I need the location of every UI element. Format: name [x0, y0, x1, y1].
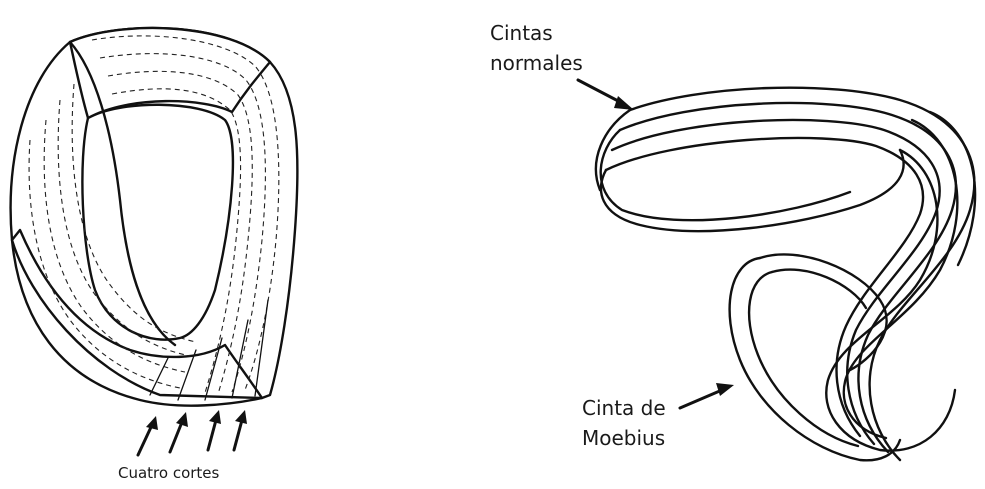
normales-arrow: [578, 80, 622, 103]
label-cintas-normales: Cintas normales: [490, 18, 583, 78]
label-cuatro-cortes: Cuatro cortes: [118, 464, 219, 482]
cut-arrow-3: [208, 420, 216, 450]
moebius-arrow-head: [716, 383, 734, 396]
cut-arrow-2: [170, 422, 182, 452]
normal-strip-loop-inner: [606, 138, 923, 436]
normales-arrow-head: [614, 96, 634, 110]
moebius-loop-inner: [749, 272, 858, 446]
label-cintas-normales-line2: normales: [490, 48, 583, 78]
cut-arrow-4: [234, 420, 242, 450]
normal-strip-loop-2: [620, 103, 956, 452]
cut-arrow-2-head: [176, 412, 188, 427]
moebius-loop-outer: [730, 258, 900, 460]
cut-arrow-3-head: [209, 410, 221, 424]
cut-arrow-1-head: [146, 416, 158, 430]
label-cinta-de-moebius-line2: Moebius: [582, 423, 666, 453]
moebius-arrow: [680, 390, 722, 408]
normal-strip-knot-2: [844, 120, 958, 438]
strip-inner-hole: [82, 105, 233, 340]
label-cinta-de-moebius-line1: Cinta de: [582, 393, 666, 423]
label-cinta-de-moebius: Cinta de Moebius: [582, 393, 666, 453]
label-arrows: [578, 80, 734, 408]
cut-arrows: [138, 410, 247, 455]
moebius-strip-with-cuts: [11, 28, 298, 455]
cut-arrow-1: [138, 425, 152, 455]
cut-arrow-4-head: [235, 410, 247, 424]
normal-strip-lower-left: [601, 150, 904, 231]
label-cintas-normales-line1: Cintas: [490, 18, 583, 48]
normal-strip-lower-left-2: [601, 130, 850, 220]
